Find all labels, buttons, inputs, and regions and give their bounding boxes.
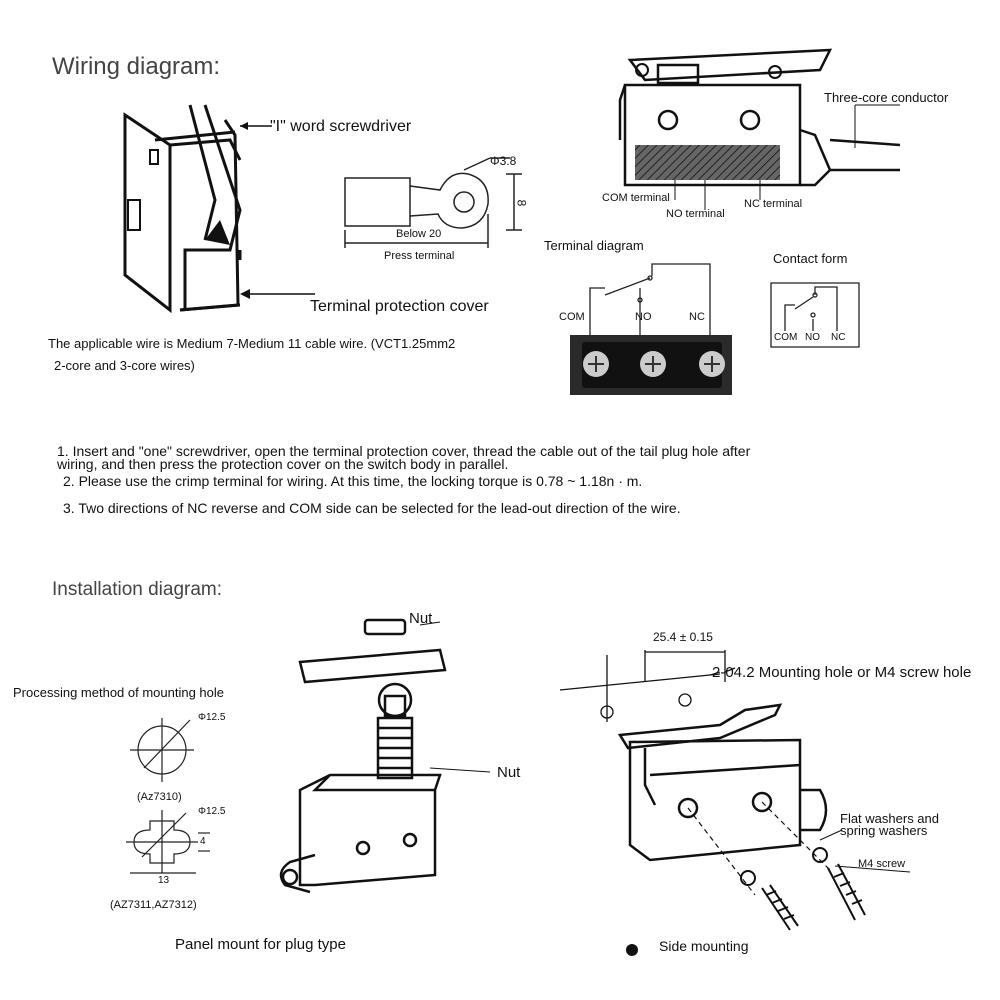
wire-note-line2: 2-core and 3-core wires) (54, 358, 195, 373)
screwdriver-leader (240, 122, 272, 130)
cf-com: COM (774, 332, 798, 343)
dim-13-label: 13 (158, 875, 170, 886)
below-label: Below 20 (396, 228, 442, 240)
washers-line1: Flat washers and (840, 811, 939, 826)
dia-label: Φ3.8 (490, 154, 517, 168)
m4-screw-label: M4 screw (858, 858, 906, 870)
switch-conductor-drawing (618, 48, 901, 210)
dia2-label: Φ12.5 (198, 806, 226, 817)
installation-title: Installation diagram: (52, 579, 223, 600)
td-nc: NC (689, 311, 705, 323)
terminal-diagram-drawing (570, 263, 732, 395)
washers-line2: spring washers (840, 823, 928, 838)
wiring-title: Wiring diagram: (52, 53, 221, 80)
dim-4-label: 4 (200, 836, 206, 847)
cover-leader (240, 289, 315, 299)
processing-label: Processing method of mounting hole (13, 685, 225, 700)
mount-hole-label: 2-04.2 Mounting hole or M4 screw hole (712, 664, 972, 681)
conductor-label: Three-core conductor (824, 90, 949, 105)
screwdriver-cover-drawing (123, 104, 242, 314)
com-terminal-label: COM terminal (602, 192, 670, 204)
instruction-3: 3. Two directions of NC reverse and COM … (63, 500, 681, 516)
nc-terminal-label: NC terminal (744, 198, 803, 210)
td-com: COM (559, 311, 585, 323)
terminal-diagram-title: Terminal diagram (544, 238, 644, 253)
dia1-label: Φ12.5 (198, 712, 226, 723)
instruction-2: 2. Please use the crimp terminal for wir… (63, 473, 643, 489)
wire-note-line1: The applicable wire is Medium 7-Medium 1… (48, 336, 456, 351)
model2-label: (AZ7311,AZ7312) (110, 899, 197, 911)
panel-mount-drawing (279, 618, 491, 894)
dim-8: 8 (514, 199, 529, 207)
mounting-hole-drawings (126, 718, 210, 874)
cf-nc: NC (831, 332, 846, 343)
press-terminal-drawing (344, 157, 522, 248)
protection-cover-label: Terminal protection cover (310, 298, 489, 315)
side-mounting-label: Side mounting (659, 938, 749, 954)
bullet-dot (626, 944, 638, 956)
contact-form-title: Contact form (773, 251, 848, 266)
instruction-1b: wiring, and then press the protection co… (57, 456, 509, 472)
instruction-1a: 1. Insert and "one" screwdriver, open th… (57, 443, 751, 459)
cf-no: NO (805, 332, 820, 343)
td-no: NO (635, 311, 652, 323)
side-mounting-drawing (559, 650, 911, 931)
no-terminal-label: NO terminal (666, 208, 725, 220)
contact-form-drawing (770, 282, 860, 348)
panel-mount-label: Panel mount for plug type (175, 936, 346, 953)
nut-top-label: Nut (409, 610, 433, 627)
screwdriver-label: "I" word screwdriver (270, 118, 412, 135)
nut-mid-label: Nut (497, 764, 521, 781)
spacing-label: 25.4 ± 0.15 (653, 630, 713, 644)
press-terminal-label: Press terminal (384, 250, 455, 262)
model1-label: (Az7310) (137, 791, 182, 803)
